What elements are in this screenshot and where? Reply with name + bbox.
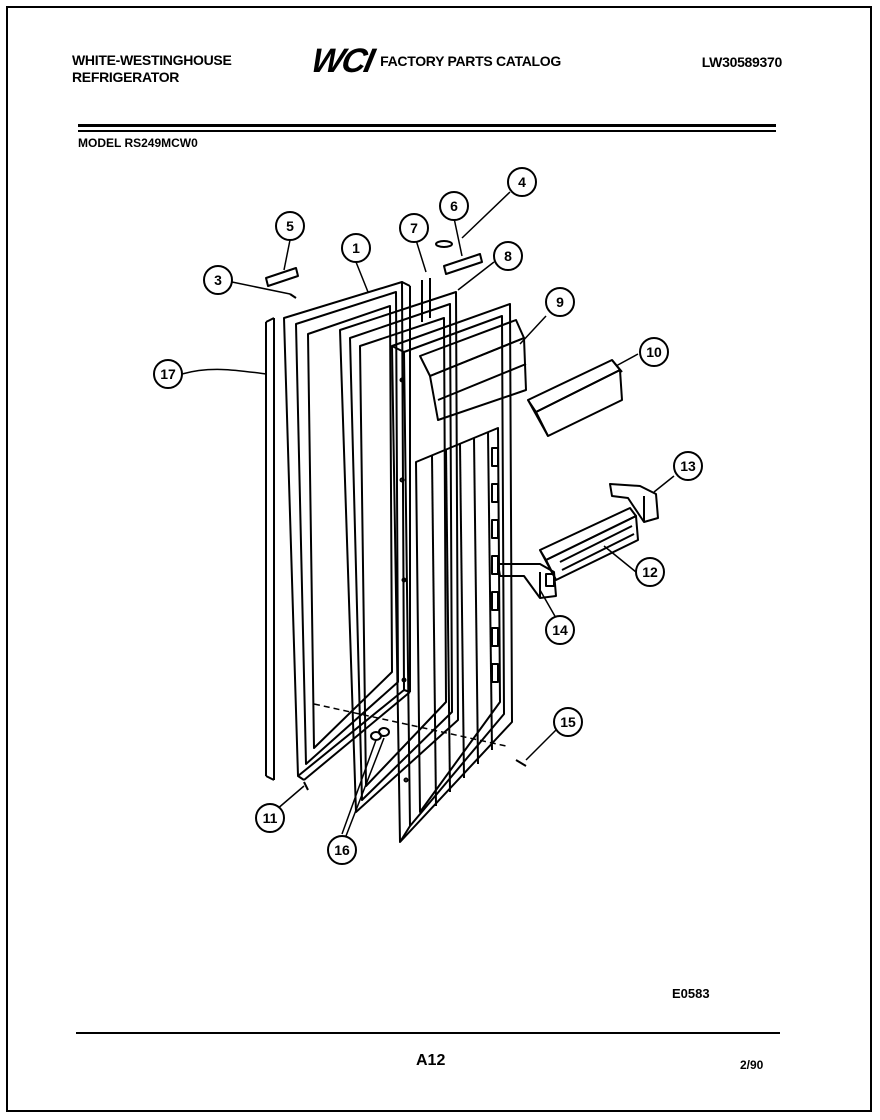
part-4-hinge-bar — [443, 253, 483, 275]
callout-number: 12 — [642, 564, 658, 580]
drawing-code: E0583 — [672, 986, 710, 1001]
callout-number: 10 — [646, 344, 662, 360]
callout-13: 13 — [673, 451, 703, 481]
model-label: MODEL RS249MCW0 — [78, 136, 198, 150]
callout-number: 6 — [450, 198, 458, 214]
catalog-title: FACTORY PARTS CATALOG — [380, 53, 561, 69]
brand-line-1: WHITE-WESTINGHOUSE — [72, 52, 232, 68]
callout-number: 13 — [680, 458, 696, 474]
callout-8: 8 — [493, 241, 523, 271]
brand-block: WHITE-WESTINGHOUSE REFRIGERATOR — [72, 52, 232, 86]
callout-4: 4 — [507, 167, 537, 197]
header-rule-bottom — [78, 130, 776, 132]
callout-6: 6 — [439, 191, 469, 221]
callout-1: 1 — [341, 233, 371, 263]
part-16-plugs — [370, 727, 390, 741]
header-rule-top — [78, 124, 776, 127]
callouts: 1 3 4 5 6 7 8 9 10 11 12 13 14 15 16 17 — [153, 167, 703, 865]
footer-rule — [76, 1032, 780, 1034]
callout-5: 5 — [275, 211, 305, 241]
callout-7: 7 — [399, 213, 429, 243]
callout-number: 9 — [556, 294, 564, 310]
catalog-header: WCI FACTORY PARTS CATALOG — [308, 42, 561, 80]
callout-number: 11 — [263, 810, 278, 826]
callout-15: 15 — [553, 707, 583, 737]
part-14-bracket — [497, 563, 557, 599]
callout-number: 15 — [560, 714, 576, 730]
callout-14: 14 — [545, 615, 575, 645]
callout-number: 3 — [214, 272, 222, 288]
callout-11: 11 — [255, 803, 285, 833]
part-13-bracket — [609, 483, 659, 523]
callout-12: 12 — [635, 557, 665, 587]
callout-number: 1 — [352, 240, 360, 256]
callout-9: 9 — [545, 287, 575, 317]
page-border — [6, 6, 872, 1112]
callout-number: 17 — [160, 366, 176, 382]
callout-number: 16 — [334, 842, 350, 858]
callout-17: 17 — [153, 359, 183, 389]
brand-line-2: REFRIGERATOR — [72, 69, 180, 85]
catalog-date: 2/90 — [740, 1058, 764, 1072]
callout-number: 5 — [286, 218, 294, 234]
callout-16: 16 — [327, 835, 357, 865]
part-number: LW30589370 — [701, 54, 783, 70]
page-id: A12 — [416, 1052, 446, 1069]
part-9-door-liner — [313, 303, 527, 843]
callout-3: 3 — [203, 265, 233, 295]
part-6-screw — [435, 240, 453, 248]
callout-number: 8 — [504, 248, 512, 264]
part-5-cover — [265, 267, 299, 287]
part-12-door-bin — [539, 507, 639, 581]
callout-10: 10 — [639, 337, 669, 367]
part-3-screw — [289, 293, 297, 299]
part-10-shelf-bar — [527, 359, 623, 437]
part-8-inner-frame — [339, 278, 459, 813]
callout-number: 4 — [518, 174, 526, 190]
part-17-gasket — [265, 317, 275, 781]
callout-number: 7 — [410, 220, 418, 236]
part-11-screw — [303, 781, 309, 791]
callout-number: 14 — [552, 622, 568, 638]
part-15-screw — [515, 759, 527, 767]
